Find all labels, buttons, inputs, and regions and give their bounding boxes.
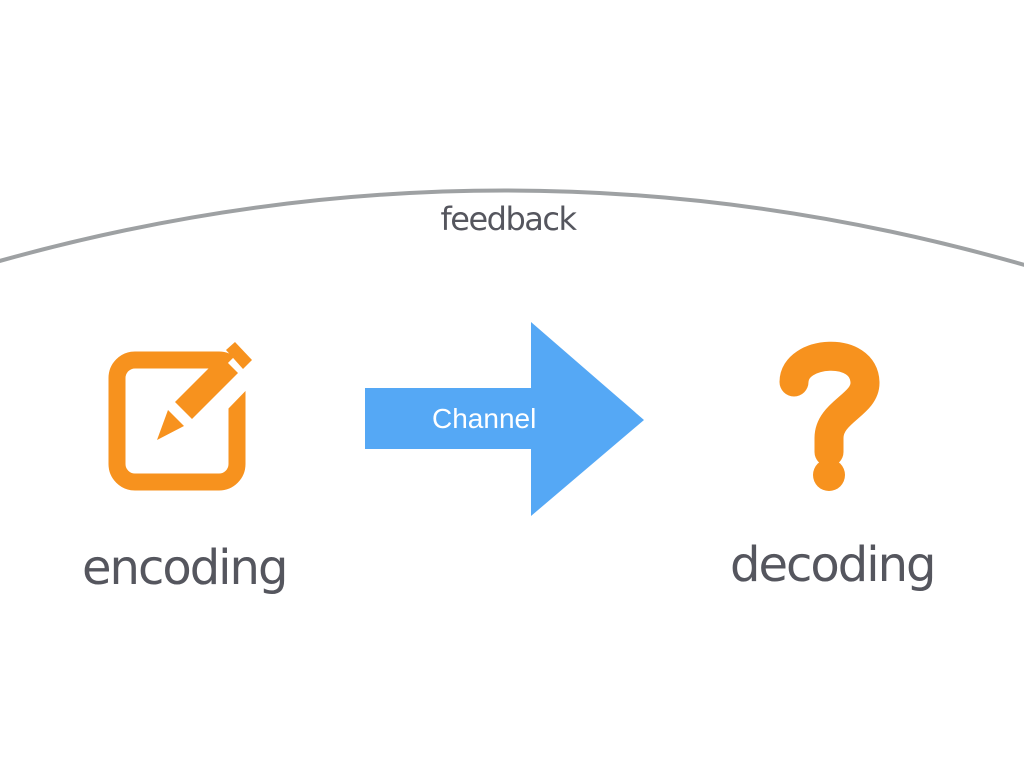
edit-square-frame bbox=[108, 351, 246, 491]
feedback-label: feedback bbox=[440, 200, 578, 238]
decoding-label: decoding bbox=[730, 537, 936, 593]
feedback-curve bbox=[0, 188, 1024, 267]
pencil-shape bbox=[157, 342, 252, 440]
question-mark-dot bbox=[813, 459, 845, 491]
edit-pencil-icon bbox=[108, 342, 258, 491]
question-mark-hook bbox=[779, 341, 880, 467]
pencil-gap bbox=[174, 356, 258, 440]
channel-label: Channel bbox=[432, 403, 537, 434]
encoding-label: encoding bbox=[82, 540, 288, 596]
channel-arrow bbox=[365, 322, 644, 516]
question-mark-icon bbox=[779, 341, 880, 491]
